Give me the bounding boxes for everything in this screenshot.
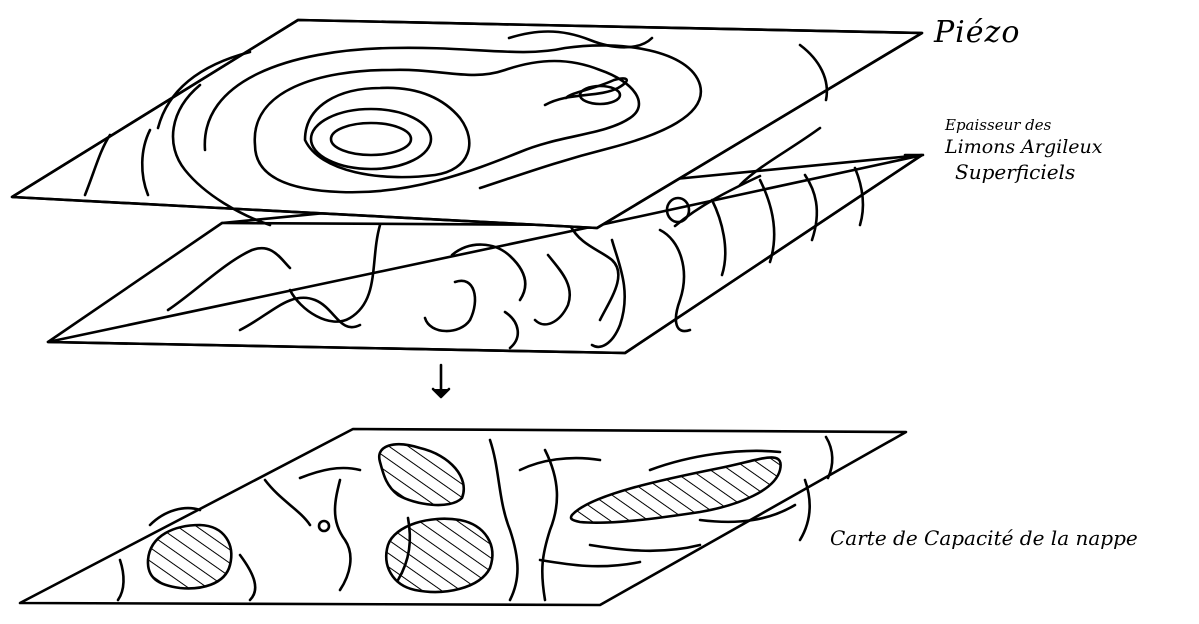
clay-thickness-label: Epaisseur des Limons Argileux Superficie… bbox=[945, 118, 1103, 187]
clay-thickness-label-line-1: Epaisseur des bbox=[945, 118, 1103, 134]
down-arrow-icon bbox=[433, 365, 449, 397]
capacity-small-loop bbox=[319, 521, 329, 531]
clay-thickness-label-line-2: Limons Argileux bbox=[945, 138, 1103, 158]
capacity-layer bbox=[20, 429, 906, 605]
capacity-hatched-zones bbox=[148, 444, 781, 592]
piezo-label: Piézo bbox=[934, 17, 1020, 49]
capacity-map-label: Carte de Capacité de la nappe bbox=[830, 528, 1138, 549]
clay-thickness-label-line-3: Superficiels bbox=[955, 162, 1103, 183]
